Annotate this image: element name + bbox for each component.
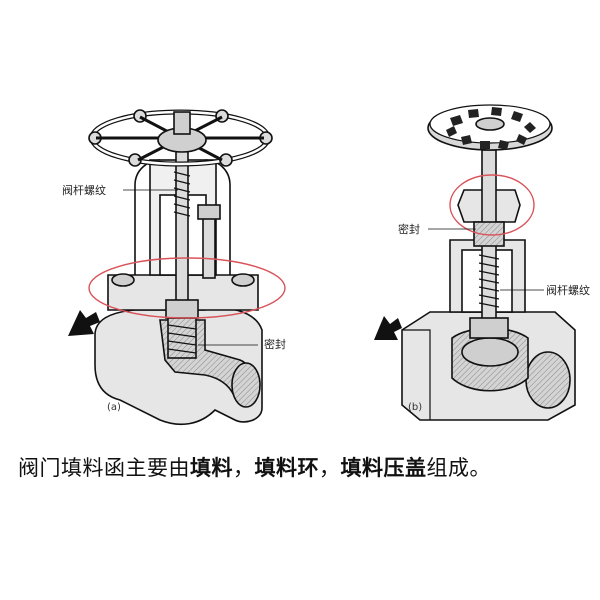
valve-b: [401, 104, 576, 421]
valve-b-outlet: [525, 351, 571, 409]
caption: 阀门填料函主要由填料，填料环，填料压盖组成。: [18, 452, 598, 482]
caption-term-packing-ring: 填料环: [254, 456, 319, 480]
valve-diagram: 阀杆螺纹 密封 (a) 密封 阀杆螺纹 (b): [62, 104, 590, 426]
valve-a-stem-thread: [173, 171, 191, 217]
valve-a-outlet: [231, 362, 261, 408]
valve-b-disc: [461, 337, 519, 367]
valve-a-stem-nut: [173, 111, 191, 135]
valve-a-seal-label: 密封: [264, 337, 286, 351]
valve-b-stem-thread-label: 阀杆螺纹: [546, 283, 590, 297]
valve-a-bolt-left: [111, 273, 135, 287]
valve-a-stem: [175, 149, 189, 326]
valve-b-seal-label: 密封: [398, 222, 420, 236]
valve-a-gland-nut: [197, 204, 221, 220]
valve-a-packing-thread: [167, 324, 197, 354]
valve-a-flow-arrow: [68, 310, 100, 336]
valve-b-stem-collar: [469, 317, 509, 339]
valve-b-hub: [475, 117, 505, 131]
valve-b-flow-arrow: [374, 316, 402, 340]
caption-term-gland: 填料压盖: [340, 456, 427, 480]
valve-a: [88, 109, 273, 426]
valve-b-stem-thread: [478, 254, 500, 308]
caption-sep-1: ，: [233, 456, 255, 480]
valve-a-packing-highlight: [88, 257, 286, 319]
valve-b-sublabel: (b): [408, 402, 422, 413]
valve-a-sublabel: (a): [107, 402, 121, 413]
caption-sep-2: ，: [319, 456, 341, 480]
valve-b-packing-highlight: [449, 174, 535, 236]
valve-a-stem-thread-label: 阀杆螺纹: [62, 183, 106, 197]
valve-b-wheel-slots: [446, 107, 536, 150]
caption-term-packing: 填料: [190, 456, 233, 480]
caption-part-end: 组成。: [426, 456, 491, 480]
valve-a-disc: [165, 299, 199, 319]
valve-a-bolt-right: [231, 273, 255, 287]
caption-part-1: 阀门填料函主要由: [18, 456, 190, 480]
